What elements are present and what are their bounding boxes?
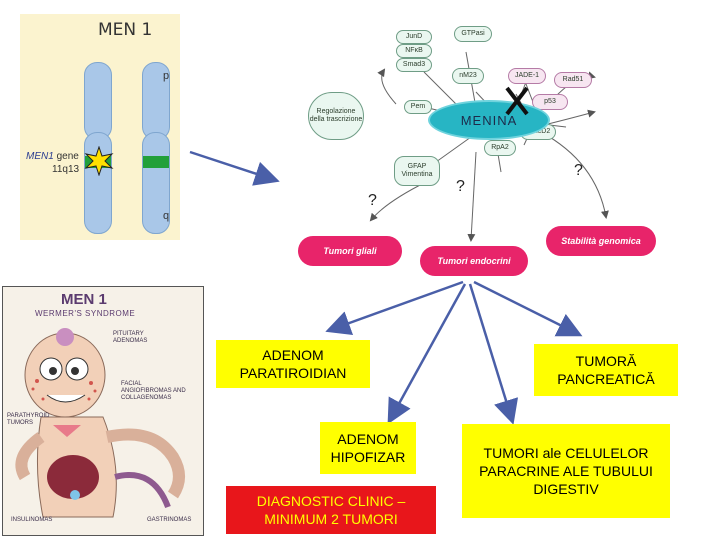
arrow-to-parathyroid bbox=[325, 280, 464, 335]
node-smad3: Smad3 bbox=[396, 58, 432, 72]
box-pancreatic-tumor: TUMORĂ PANCREATICĂ bbox=[534, 344, 678, 396]
box-paracrine-tumors: TUMORI ale CELULELOR PARACRINE ALE TUBUL… bbox=[462, 424, 670, 518]
node-rpa2: RpA2 bbox=[484, 140, 516, 156]
arrow-to-pancreatic bbox=[473, 280, 583, 337]
question-mark-glial: ? bbox=[368, 192, 377, 209]
box-pituitary-adenoma: ADENOM HIPOFIZAR bbox=[320, 422, 416, 474]
node-jund: JunD bbox=[396, 30, 432, 44]
box-clinical-diagnosis: DIAGNOSTIC CLINIC – MINIMUM 2 TUMORI bbox=[226, 486, 436, 534]
label-pituitary-adenomas: PITUITARY ADENOMAS bbox=[113, 331, 148, 344]
box-parathyroid-adenoma: ADENOM PARATIROIDIAN bbox=[216, 340, 370, 388]
arrow-chromosome-to-network bbox=[189, 150, 280, 186]
label-insulinomas: INSULINOMAS bbox=[11, 517, 53, 523]
chromatid-right-p-arm bbox=[142, 62, 170, 140]
wermer-syndrome-cartoon: MEN 1 WERMER'S SYNDROME PITUITARY ADENOM… bbox=[2, 286, 204, 536]
mutation-star-icon bbox=[84, 146, 114, 176]
cartoon-title: MEN 1 bbox=[61, 291, 107, 308]
label-parathyroid-tumors: PARATHYROID TUMORS bbox=[7, 413, 50, 426]
node-rad51: Rad51 bbox=[554, 72, 592, 88]
node-nm23: nM23 bbox=[452, 68, 484, 84]
node-regulation: Regolazione della trascrizione bbox=[308, 92, 364, 140]
arrow-to-paracrine bbox=[468, 283, 519, 425]
node-jade: JADE-1 bbox=[508, 68, 546, 84]
outcome-endocrine-tumors: Tumori endocrini bbox=[420, 246, 528, 276]
node-nfkb: NFκB bbox=[396, 44, 432, 58]
node-gtpasi: GTPasi bbox=[454, 26, 492, 42]
question-mark-genomic: ? bbox=[574, 162, 583, 179]
gene-name: MEN1 bbox=[26, 151, 54, 162]
menin-network-panel: JunD NFκB Smad3 Pem Regolazione della tr… bbox=[276, 12, 716, 288]
node-pem: Pem bbox=[404, 100, 432, 114]
chromatid-left-p-arm bbox=[84, 62, 112, 140]
gene-suffix: gene bbox=[53, 151, 79, 162]
node-p53: p53 bbox=[532, 94, 568, 110]
outcome-glial-tumors: Tumori gliali bbox=[298, 236, 402, 266]
q-arm-label: q bbox=[163, 210, 170, 222]
cartoon-subtitle: WERMER'S SYNDROME bbox=[35, 309, 136, 318]
center-node-menina: MENINA bbox=[428, 100, 550, 140]
chromosome-panel: MEN 1 p q MEN1 gene 11q13 bbox=[20, 14, 180, 240]
label-facial-angiofibromas: FACIAL ANGIOFIBROMAS AND COLLAGENOMAS bbox=[121, 381, 186, 401]
chromosome-title: MEN 1 bbox=[98, 20, 153, 40]
center-label: MENINA bbox=[460, 112, 518, 128]
p-arm-label: p bbox=[163, 70, 170, 82]
cartoon-figure-icon bbox=[15, 328, 185, 518]
chromatid-right-q-arm bbox=[142, 132, 170, 234]
gene-locus: 11q13 bbox=[52, 164, 80, 175]
arrow-to-pituitary bbox=[387, 283, 467, 425]
gene-label: MEN1 gene 11q13 bbox=[26, 150, 79, 176]
outcome-genomic-stability: Stabilità genomica bbox=[546, 226, 656, 256]
inhibition-x-icon bbox=[505, 86, 529, 116]
question-mark-endocrine: ? bbox=[456, 178, 465, 195]
label-gastrinomas: GASTRINOMAS bbox=[147, 517, 192, 523]
node-gfap: GFAP Vimentina bbox=[394, 156, 440, 186]
gene-band-right bbox=[143, 156, 169, 168]
